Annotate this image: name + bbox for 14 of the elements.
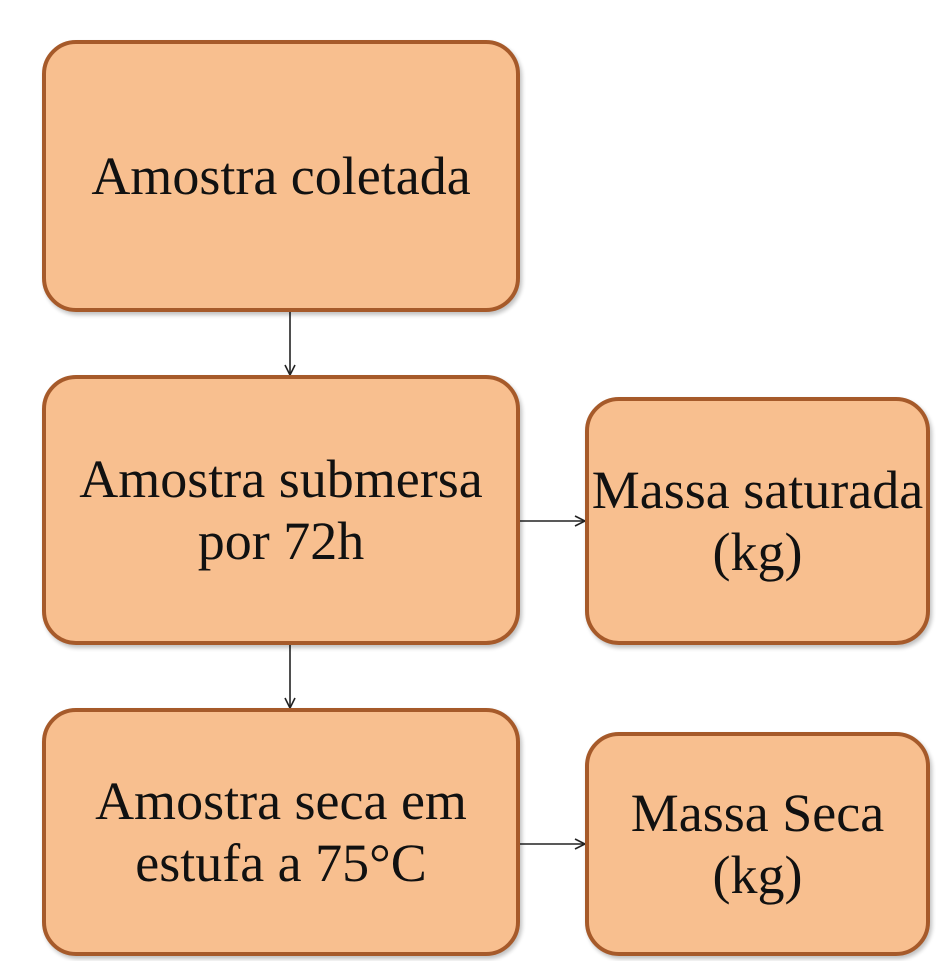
step-text: Amostra submersa por 72h [78,448,484,572]
arrow [520,838,586,850]
step-text: Amostra coletada [91,144,471,208]
process-box [42,40,520,312]
step-text: Amostra seca em estufa a 75°C [94,770,468,894]
process-box [585,732,930,956]
arrow [284,645,296,709]
arrow [284,312,296,376]
step-text: Massa Seca (kg) [630,782,886,906]
process-box [42,375,520,645]
arrow [520,515,586,527]
step-text: Massa saturada (kg) [590,458,924,584]
process-box [585,397,930,645]
process-box [42,708,520,956]
